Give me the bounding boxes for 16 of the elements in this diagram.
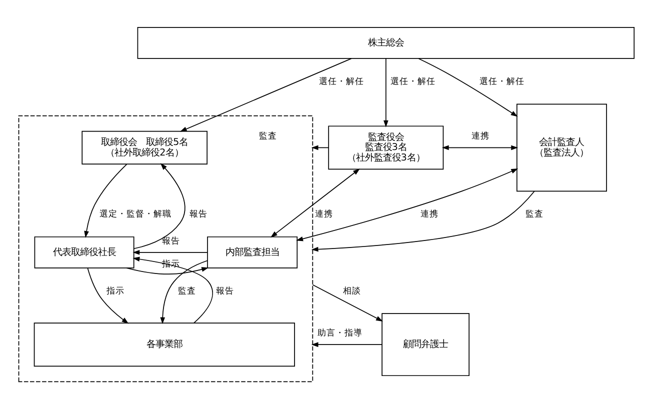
edge-label: 助言・指導 — [318, 328, 363, 339]
edge-label: 報告 — [189, 210, 208, 220]
edge-label: 報告 — [162, 236, 180, 246]
edge-label: 報告 — [216, 286, 234, 296]
edge-label: 選任・解任 — [390, 76, 436, 87]
edge-label: 連携 — [315, 210, 334, 220]
edge-label: 選任・解任 — [319, 76, 364, 87]
edge-label: 監査 — [178, 286, 196, 296]
edge-label: 選定・監督・解職 — [99, 210, 172, 220]
edge-label: 監査 — [259, 132, 278, 142]
edge-label: 監査 — [526, 210, 544, 220]
edge-label: 連携 — [471, 132, 490, 142]
edge-label: 選任・解任 — [479, 76, 524, 87]
edge-label: 連携 — [420, 210, 438, 220]
edge-label: 相談 — [342, 286, 361, 296]
edge-label: 指示 — [106, 286, 125, 296]
